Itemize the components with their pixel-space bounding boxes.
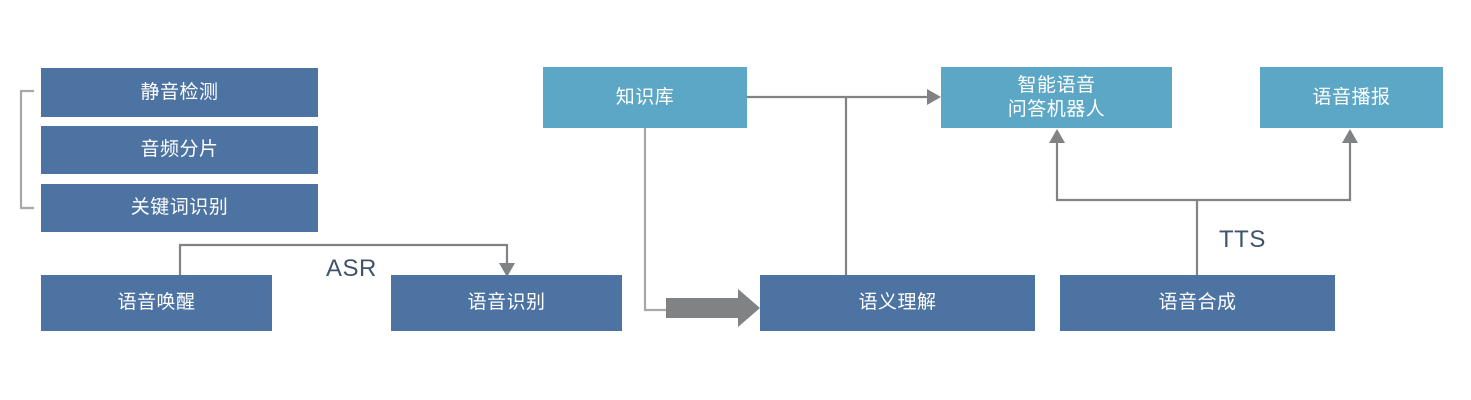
wire-tts-right-arm (1197, 140, 1352, 202)
arrowhead-tts-broadcast (1342, 129, 1358, 143)
edge-label-asr: ASR (326, 255, 377, 282)
node-keyword-spotting[interactable]: 关键词识别 (41, 184, 318, 232)
arrowhead-kb-to-robot (927, 89, 941, 105)
block-arrow-to-semantic (666, 289, 760, 327)
node-voice-broadcast[interactable]: 语音播报 (1260, 67, 1443, 128)
node-speech-recognition[interactable]: 语音识别 (391, 275, 622, 331)
node-qa-robot[interactable]: 智能语音 问答机器人 (941, 67, 1172, 128)
wire-kb-down-to-semantic (643, 128, 668, 312)
wire-tts-left-arm (1055, 140, 1197, 202)
node-silence-detection[interactable]: 静音检测 (41, 68, 318, 117)
grouping-bracket (19, 89, 34, 210)
node-semantic-understanding[interactable]: 语义理解 (760, 275, 1035, 331)
node-audio-segmentation[interactable]: 音频分片 (41, 126, 318, 174)
node-speech-synthesis[interactable]: 语音合成 (1060, 275, 1335, 331)
node-knowledge-base[interactable]: 知识库 (543, 67, 747, 128)
arrowhead-tts-robot (1049, 129, 1065, 143)
node-voice-wakeup[interactable]: 语音唤醒 (41, 275, 272, 331)
edge-label-tts: TTS (1219, 226, 1266, 253)
